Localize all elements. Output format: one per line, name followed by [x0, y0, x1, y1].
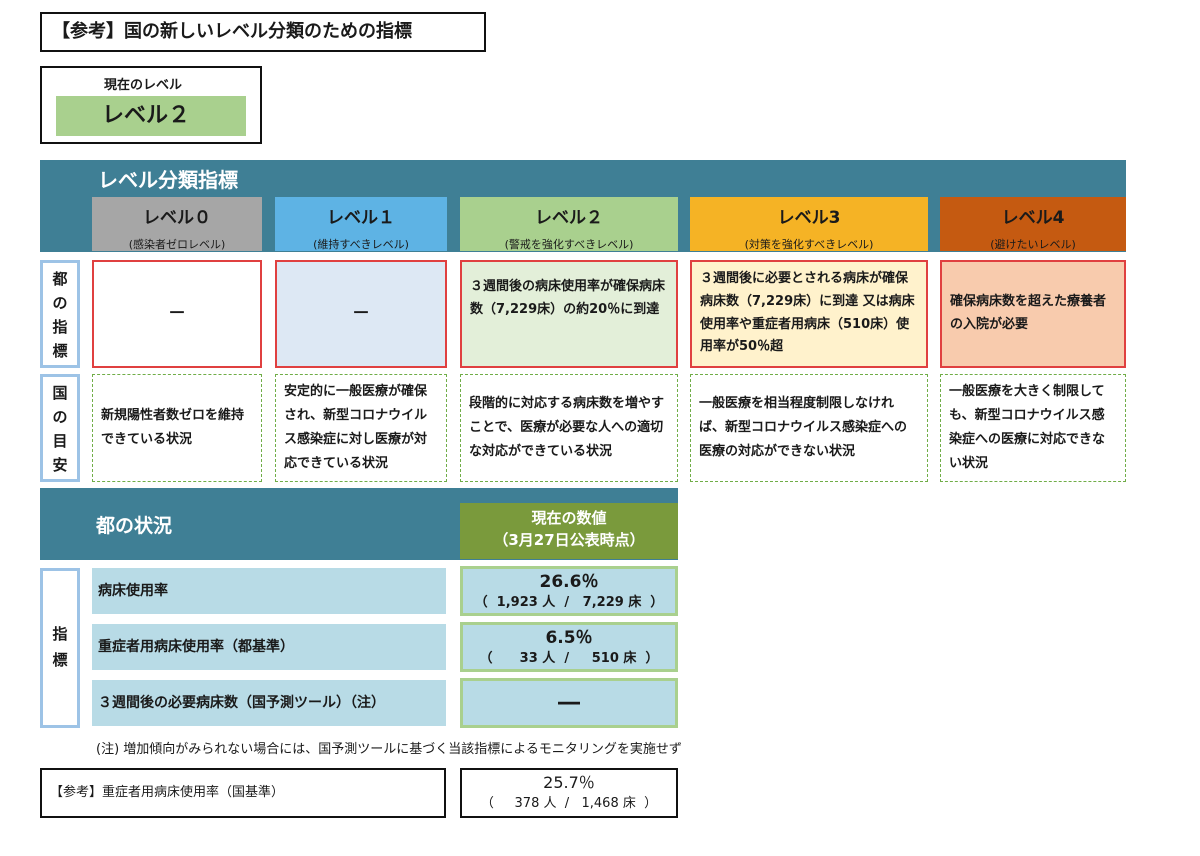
page-title: 【参考】国の新しいレベル分類のための指標 — [40, 12, 486, 52]
level-2-subtitle: (警戒を強化すべきレベル) — [504, 238, 634, 251]
level-2-name: レベル２ — [535, 208, 603, 228]
current-level-caption: 現在のレベル — [104, 78, 183, 93]
national-guideline-label: 国 の 目 安 — [40, 374, 80, 482]
value-percent: 25.7％ — [543, 773, 595, 792]
national-guideline-level-1: 安定的に一般医療が確保され、新型コロナウイルス感染症に対し医療が対応できている状… — [275, 374, 447, 482]
value-breakdown: （ 378 人 / 1,468 床 ） — [480, 796, 658, 811]
current-value-title: 現在の数値 — [531, 509, 607, 527]
side-char: 目 — [52, 432, 68, 450]
side-char: 指 — [52, 625, 68, 643]
level-0-header: レベル０ (感染者ゼロレベル) — [92, 197, 262, 251]
current-level-badge: レベル２ — [56, 96, 246, 136]
tokyo-indicator-label: 都 の 指 標 — [40, 260, 80, 368]
level-3-header: レベル3 (対策を強化すべきレベル) — [690, 197, 928, 251]
status-title: 都の状況 — [96, 515, 173, 537]
level-0-name: レベル０ — [143, 208, 211, 228]
current-value-header: 現在の数値 （3月27日公表時点） — [460, 503, 678, 559]
national-guideline-level-0: 新規陽性者数ゼロを維持できている状況 — [92, 374, 262, 482]
side-char: 都 — [52, 270, 68, 288]
value-dash: ― — [558, 690, 580, 715]
value-breakdown: （ 33 人 / 510 床 ） — [479, 651, 659, 666]
side-char: の — [52, 294, 68, 312]
side-char: の — [52, 408, 68, 426]
indicator-required-beds-value: ― — [460, 678, 678, 728]
national-guideline-level-3: 一般医療を相当程度制限しなければ、新型コロナウイルス感染症への医療の対応ができな… — [690, 374, 928, 482]
level-section-title: レベル分類指標 — [98, 168, 238, 192]
level-1-subtitle: (維持すべきレベル) — [313, 238, 409, 251]
value-breakdown: （ 1,923 人 / 7,229 床 ） — [474, 595, 664, 610]
level-4-subtitle: (避けたいレベル) — [990, 238, 1076, 251]
level-4-name: レベル4 — [1001, 208, 1065, 228]
current-level-box: 現在のレベル レベル２ — [40, 66, 262, 144]
current-value-date: （3月27日公表時点） — [493, 530, 645, 549]
indicator-bed-usage-label: 病床使用率 — [92, 568, 446, 614]
level-3-subtitle: (対策を強化すべきレベル) — [744, 238, 874, 251]
national-guideline-level-4: 一般医療を大きく制限しても、新型コロナウイルス感染症への医療に対応できない状況 — [940, 374, 1126, 482]
tokyo-indicator-level-2: ３週間後の病床使用率が確保病床数（7,229床）の約20％に到達 — [460, 260, 678, 368]
side-char: 標 — [52, 651, 68, 669]
level-1-header: レベル１ (維持すべきレベル) — [275, 197, 447, 251]
national-guideline-level-2: 段階的に対応する病床数を増やすことで、医療が必要な人への適切な対応ができている状… — [460, 374, 678, 482]
level-3-name: レベル3 — [777, 208, 841, 228]
tokyo-indicator-level-1: － — [275, 260, 447, 368]
tokyo-indicator-level-3: ３週間後に必要とされる病床が確保病床数（7,229床）に到達 又は病床使用率や重… — [690, 260, 928, 368]
reference-value: 25.7％ （ 378 人 / 1,468 床 ） — [460, 768, 678, 818]
indicator-bed-usage-value: 26.6％ （ 1,923 人 / 7,229 床 ） — [460, 566, 678, 616]
footnote: (注) 増加傾向がみられない場合には、国予測ツールに基づく当該指標によるモニタリ… — [96, 742, 682, 757]
level-2-header: レベル２ (警戒を強化すべきレベル) — [460, 197, 678, 251]
side-char: 指 — [52, 318, 68, 336]
tokyo-indicator-level-0: － — [92, 260, 262, 368]
status-indicator-label: 指 標 — [40, 568, 80, 728]
tokyo-indicator-level-4: 確保病床数を超えた療養者の入院が必要 — [940, 260, 1126, 368]
side-char: 国 — [52, 384, 68, 402]
indicator-severe-bed-usage-value: 6.5％ （ 33 人 / 510 床 ） — [460, 622, 678, 672]
level-4-header: レベル4 (避けたいレベル) — [940, 197, 1126, 251]
value-percent: 26.6％ — [539, 572, 599, 592]
reference-label: 【参考】重症者用病床使用率（国基準） — [40, 768, 446, 818]
indicator-severe-bed-usage-label: 重症者用病床使用率（都基準） — [92, 624, 446, 670]
level-0-subtitle: (感染者ゼロレベル) — [128, 238, 226, 251]
value-percent: 6.5％ — [545, 628, 593, 648]
level-1-name: レベル１ — [327, 208, 395, 228]
indicator-required-beds-label: ３週間後の必要病床数（国予測ツール）（注） — [92, 680, 446, 726]
side-char: 安 — [52, 456, 68, 474]
side-char: 標 — [52, 342, 68, 360]
